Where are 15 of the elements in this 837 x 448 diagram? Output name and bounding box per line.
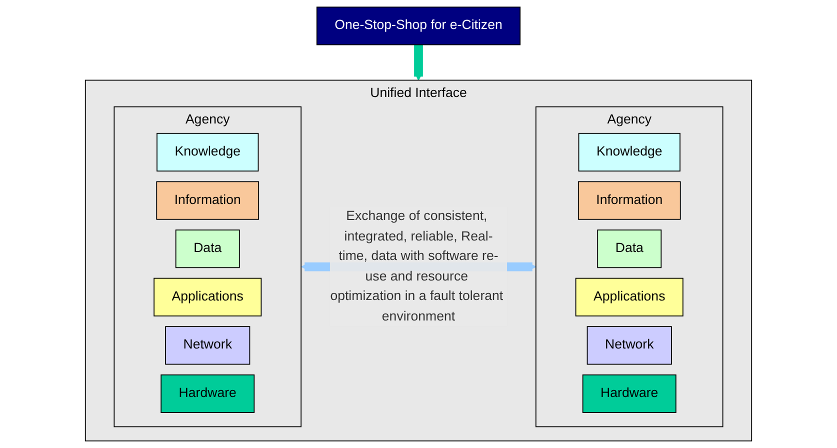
node-box: Data <box>175 230 240 268</box>
node-box: Network <box>165 326 250 365</box>
node-box: Applications <box>154 278 262 316</box>
node-box: Applications <box>575 278 684 316</box>
node-box: One-Stop-Shop for e-Citizen <box>316 6 521 46</box>
node-box: Knowledge <box>578 132 680 172</box>
node-box: Information <box>578 181 681 220</box>
node-box: Information <box>156 181 260 220</box>
arrow <box>414 43 423 81</box>
node-box: Hardware <box>160 374 255 413</box>
node-box: Data <box>597 230 662 268</box>
node-box: Network <box>586 326 672 365</box>
node-box: Knowledge <box>156 132 259 172</box>
edge-label: Exchange of consistent, integrated, reliable, Real-time, data with software re-use and resource optimization in a fault tolerant environment <box>330 208 504 324</box>
node-box: Hardware <box>582 374 676 413</box>
